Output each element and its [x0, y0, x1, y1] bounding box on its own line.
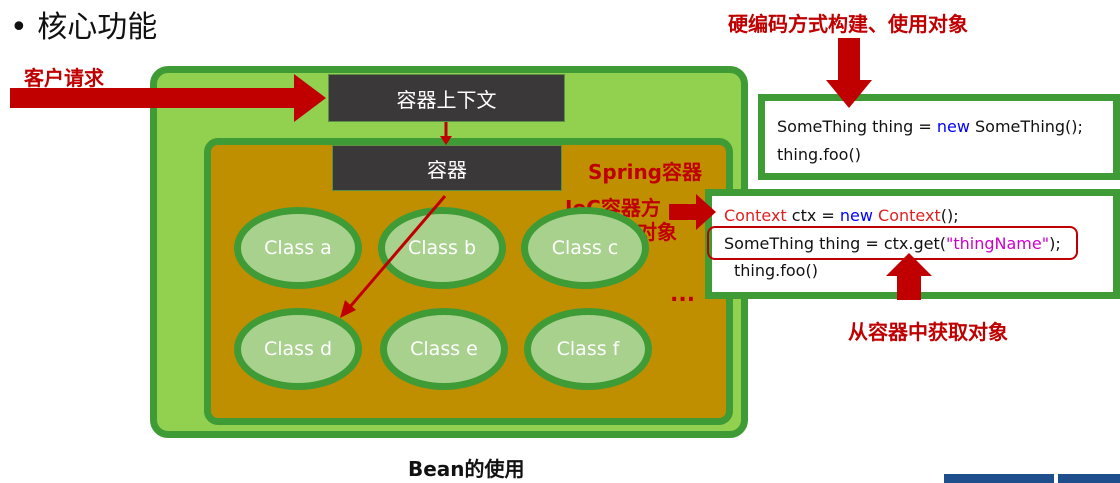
get-object-highlight [707, 226, 1078, 260]
class-d-bean: Class d [234, 308, 362, 390]
get-from-container-label: 从容器中获取对象 [848, 320, 1008, 344]
container-to-class-d-head [340, 300, 356, 318]
class-c-bean: Class c [521, 207, 649, 289]
class-e-bean: Class e [380, 308, 508, 390]
hardcode-code-line-2: thing.foo() [777, 145, 861, 164]
ioc-code-line-1: Context ctx = new Context(); [724, 206, 959, 225]
ioc-right-arrow [669, 194, 716, 230]
container-context-box: 容器上下文 [328, 74, 565, 122]
spring-container-label: Spring容器 [588, 160, 702, 184]
ioc-code-line-3: thing.foo() [734, 261, 818, 280]
get-object-up-arrow [886, 253, 932, 300]
class-a-bean: Class a [234, 207, 362, 289]
diagram-caption: Bean的使用 [408, 457, 525, 481]
context-to-container-head [440, 136, 452, 145]
page-title: • 核心功能 [10, 10, 158, 45]
hardcode-down-arrow [826, 38, 872, 108]
hardcode-label: 硬编码方式构建、使用对象 [728, 12, 968, 36]
client-request-arrow [10, 74, 326, 122]
container-to-class-d-line [347, 195, 447, 309]
hardcode-code-box: SomeThing thing = new SomeThing(); thing… [758, 94, 1120, 180]
corner-logo-icon [944, 474, 1120, 483]
client-request-label: 客户请求 [24, 66, 104, 90]
hardcode-code-line-1: SomeThing thing = new SomeThing(); [777, 117, 1083, 136]
ioc-code-line-2: SomeThing thing = ctx.get("thingName"); [724, 234, 1061, 253]
class-f-bean: Class f [524, 308, 652, 390]
container-box: 容器 [332, 145, 562, 191]
more-classes-ellipsis: ... [670, 282, 696, 307]
